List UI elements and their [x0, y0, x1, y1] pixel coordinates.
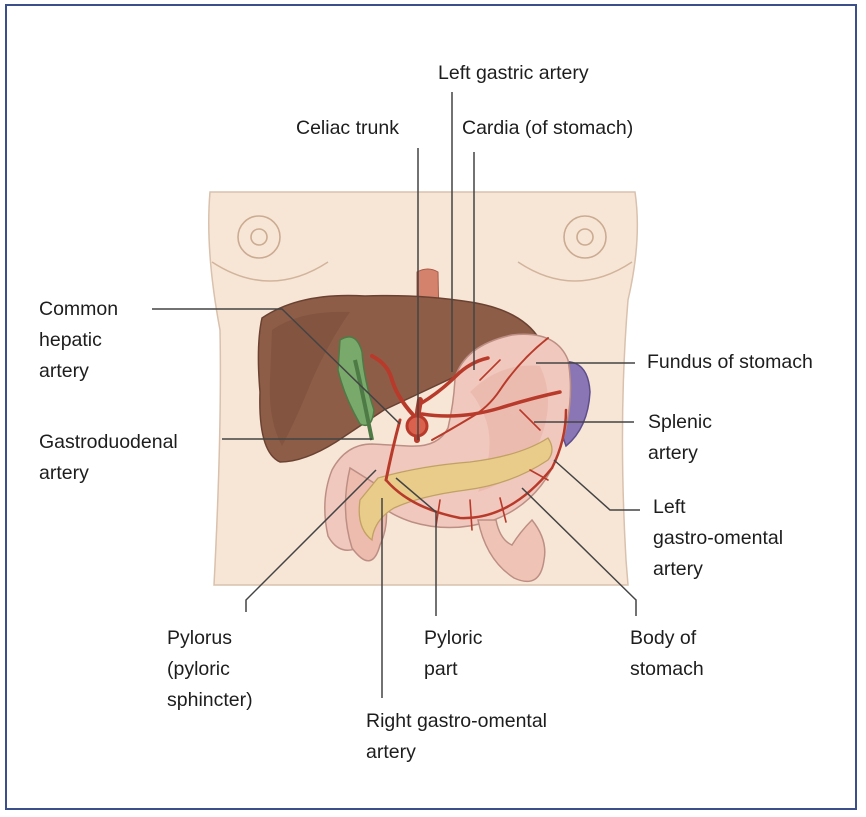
- label-common-hepatic-artery: Common hepatic artery: [39, 294, 118, 387]
- celiac-root: [407, 416, 427, 436]
- label-left-gastro-omental-artery: Left gastro-omental artery: [653, 492, 783, 585]
- label-fundus-of-stomach: Fundus of stomach: [647, 347, 813, 378]
- label-celiac-trunk: Celiac trunk: [296, 113, 399, 144]
- label-cardia: Cardia (of stomach): [462, 113, 633, 144]
- label-body-of-stomach: Body of stomach: [630, 623, 704, 685]
- label-right-gastro-omental-artery: Right gastro-omental artery: [366, 706, 547, 768]
- label-pylorus: Pylorus (pyloric sphincter): [167, 623, 253, 716]
- label-splenic-artery: Splenic artery: [648, 407, 712, 469]
- label-gastroduodenal-artery: Gastroduodenal artery: [39, 427, 178, 489]
- label-pyloric-part: Pyloric part: [424, 623, 483, 685]
- label-left-gastric-artery: Left gastric artery: [438, 58, 589, 89]
